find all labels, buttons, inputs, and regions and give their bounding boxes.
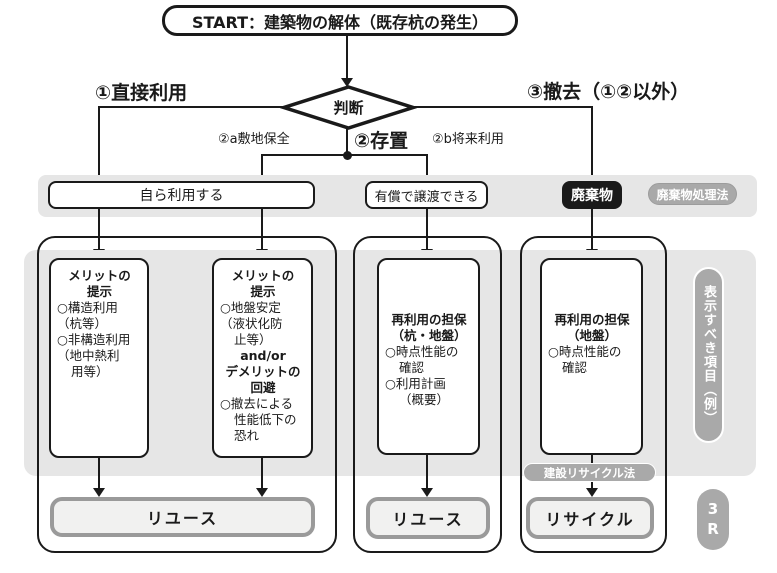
recycle-label: リサイクル: [545, 510, 635, 529]
branch-2b-label: ②b将来利用: [432, 132, 504, 147]
waste-law-pill: 廃棄物処理法: [648, 183, 737, 205]
three-r-pill: 3R: [697, 489, 729, 550]
connector-branch3-horizontal: [414, 106, 593, 108]
arrowhead-decision-icon: [341, 78, 353, 87]
display-items-pill: 表示すべき項目（例）: [693, 267, 724, 443]
arrowhead-recycle-icon: [586, 488, 598, 497]
connector-branch1-vertical: [98, 106, 100, 183]
branch-2-label: ②存置: [354, 130, 409, 152]
connector-branch2-horizontal: [261, 154, 428, 156]
three-r-label: 3R: [704, 499, 722, 540]
arrowhead-reuse-left2-icon: [256, 488, 268, 497]
diamond-shape-icon: [278, 85, 419, 130]
reuse-mid-node: リユース: [366, 497, 490, 539]
paid-transfer-label: 有償で譲渡できる: [374, 189, 479, 205]
recycle-law-label: 建設リサイクル法: [543, 465, 636, 480]
recycle-law-pill: 建設リサイクル法: [523, 463, 656, 482]
connector-paid-to-boxC: [426, 209, 428, 250]
connector-branch3-vertical: [591, 106, 593, 183]
waste-label: 廃棄物: [571, 188, 613, 204]
branch-2a-label: ②a敷地保全: [218, 132, 290, 147]
arrowhead-reuse-left1-icon: [93, 488, 105, 497]
merit-structural-box: メリットの提示○構造利用（杭等）○非構造利用（地中熱利用等）: [49, 258, 149, 458]
decision-node: 判断: [278, 85, 419, 130]
connector-pill-to-recycle: [591, 481, 593, 489]
connector-branch2a-vertical: [261, 154, 263, 183]
connector-branch2-stem: [346, 127, 348, 156]
reuse-guarantee-pile-ground-box: 再利用の担保（杭・地盤）○時点性能の確認○利用計画（概要）: [377, 258, 480, 455]
branch-1-label: ①直接利用: [95, 82, 188, 104]
recycle-node: リサイクル: [526, 497, 654, 539]
connector-boxA-to-reuse: [98, 458, 100, 489]
connector-branch1-horizontal: [99, 106, 283, 108]
start-node: START：建築物の解体（既存杭の発生）: [162, 5, 518, 36]
reuse-left-label: リユース: [146, 509, 219, 528]
reuse-left-node: リユース: [50, 497, 315, 537]
own-use-node: 自ら利用する: [48, 181, 315, 209]
start-label: START：建築物の解体（既存杭の発生）: [191, 12, 489, 32]
arrowhead-reuse-mid-icon: [421, 488, 433, 497]
connector-own-to-boxB: [261, 209, 263, 250]
container-removal: [520, 236, 667, 553]
display-items-label: 表示すべき項目（例）: [701, 285, 716, 425]
waste-node: 廃棄物: [562, 181, 622, 209]
connector-own-to-boxA: [98, 209, 100, 250]
branch-3-label: ③撤去（①②以外）: [527, 81, 690, 103]
decision-label: 判断: [333, 99, 364, 117]
connector-boxD-to-pill: [591, 455, 593, 465]
reuse-mid-label: リユース: [392, 510, 464, 529]
waste-law-label: 廃棄物処理法: [656, 187, 729, 202]
container-leave-in-place: [353, 236, 502, 553]
paid-transfer-node: 有償で譲渡できる: [365, 181, 488, 209]
connector-boxB-to-reuse: [261, 458, 263, 489]
reuse-guarantee-ground-box: 再利用の担保（地盤）○時点性能の確認: [540, 258, 643, 455]
connector-boxC-to-reuse: [426, 455, 428, 489]
own-use-label: 自ら利用する: [139, 188, 224, 204]
connector-start-decision: [346, 36, 348, 80]
connector-branch2b-vertical: [426, 154, 428, 183]
container-direct-use: [37, 236, 337, 553]
connector-waste-to-boxD: [591, 209, 593, 250]
